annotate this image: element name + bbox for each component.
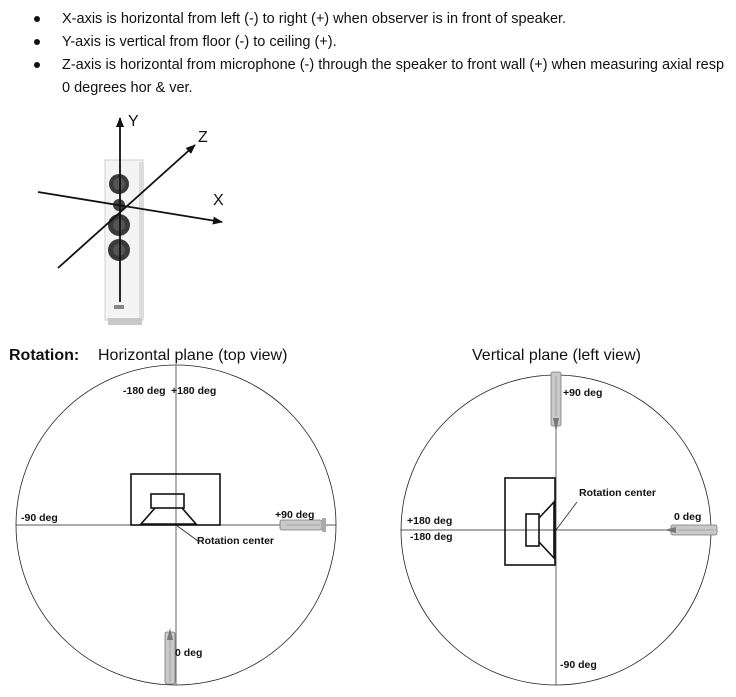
minus-180-label: -180 deg [123, 385, 166, 397]
horizontal-plane-diagram [15, 364, 337, 686]
horizontal-plane-title: Horizontal plane (top view) [98, 347, 288, 364]
axis-arrows [37, 117, 223, 302]
microphone-icon [550, 371, 562, 432]
bullet-continuation: 0 degrees hor & ver. [62, 80, 193, 96]
zero-deg-label: 0 deg [674, 511, 702, 523]
minus-90-label: -90 deg [560, 659, 597, 671]
minus-90-label: -90 deg [21, 512, 58, 524]
minus-180-label: -180 deg [410, 531, 453, 543]
bullet-text: Z-axis is horizontal from microphone (-)… [62, 57, 725, 73]
bullet-icon [34, 39, 40, 45]
rotation-label: Rotation: [9, 347, 80, 364]
rotation-center-label: Rotation center [579, 487, 657, 499]
rotation-center-label: Rotation center [197, 535, 275, 547]
z-axis-label: Z [198, 129, 208, 146]
bullet-icon [34, 16, 40, 22]
microphone-icon [664, 524, 718, 536]
zero-deg-label: 0 deg [175, 647, 203, 659]
plus-180-label: +180 deg [407, 515, 453, 527]
microphone-icon [279, 518, 326, 532]
speaker-box [504, 477, 556, 566]
driver-magnet [150, 493, 185, 509]
y-axis-label: Y [128, 113, 139, 130]
bullet-text: Y-axis is vertical from floor (-) to cei… [62, 34, 337, 50]
speaker-illustration [104, 159, 144, 325]
plus-90-label: +90 deg [563, 387, 603, 399]
vertical-plane-diagram [400, 371, 718, 686]
speaker-box [130, 473, 221, 526]
driver-magnet [525, 513, 540, 547]
microphone-icon [164, 628, 176, 685]
plus-90-label: +90 deg [275, 509, 315, 521]
vertical-plane-title: Vertical plane (left view) [472, 347, 641, 364]
plus-180-label: +180 deg [171, 385, 217, 397]
driver-cone [139, 507, 198, 525]
bullet-text: X-axis is horizontal from left (-) to ri… [62, 11, 567, 27]
x-axis-label: X [213, 192, 224, 209]
bullet-icon [34, 62, 40, 68]
x-axis-arrow [37, 191, 223, 225]
rotation-center-leader [555, 501, 578, 531]
rotation-center-leader [175, 524, 199, 542]
driver-cone [538, 499, 555, 561]
